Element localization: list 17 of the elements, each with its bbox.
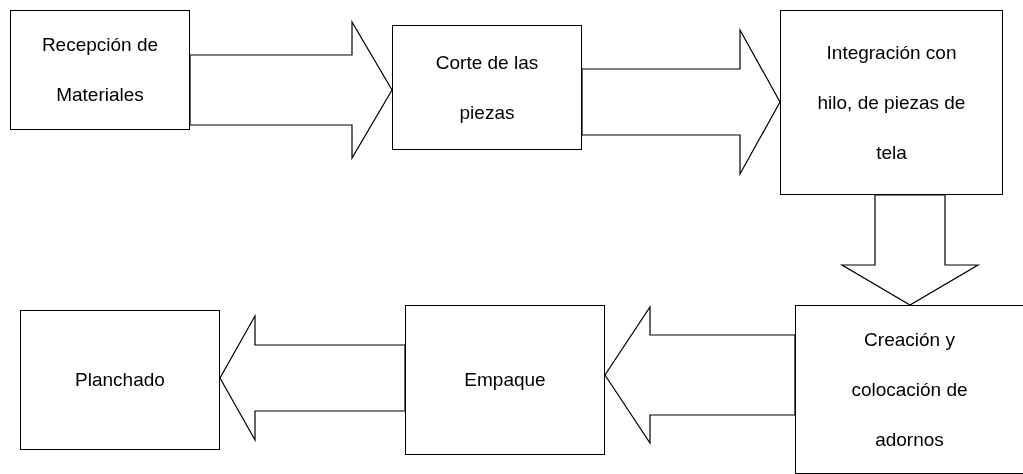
step-label: Planchado	[74, 368, 166, 392]
process-box	[10, 10, 190, 130]
step-label: Creación y colocación de adornos	[850, 327, 969, 452]
block-arrow	[839, 194, 981, 306]
block-arrow	[219, 313, 406, 443]
process-box	[795, 305, 1023, 474]
block-arrow	[581, 27, 781, 177]
process-box	[405, 305, 605, 455]
block-arrow	[604, 305, 796, 445]
step-label: Empaque	[463, 368, 547, 392]
block-arrow	[189, 19, 393, 161]
step-label: Integración con hilo, de piezas de tela	[816, 40, 967, 165]
step-label: Corte de las piezas	[434, 50, 540, 125]
step-label: Recepción de Materiales	[40, 33, 160, 107]
process-box	[20, 310, 220, 450]
process-box	[780, 10, 1003, 195]
process-box	[392, 25, 582, 150]
